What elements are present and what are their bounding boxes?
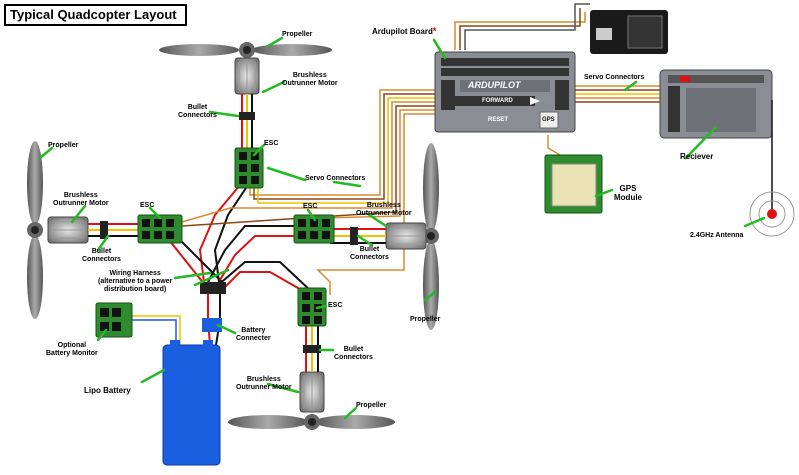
reciever-label: Reciever xyxy=(680,152,714,161)
antenna xyxy=(749,191,795,237)
esc-left xyxy=(137,214,183,244)
motor-top xyxy=(234,57,260,150)
board-reset-label: RESET xyxy=(488,117,509,123)
propeller-top xyxy=(159,42,332,58)
motor-left xyxy=(47,216,140,244)
servo-wires xyxy=(181,3,660,295)
esc-top xyxy=(234,147,264,189)
propeller-right-label: Propeller xyxy=(410,316,441,323)
propeller-right xyxy=(423,143,439,330)
propeller-top-label: Propeller xyxy=(282,31,313,38)
ardupilot-board-label: Ardupilot Board* xyxy=(372,26,437,37)
esc-left-label: ESC xyxy=(140,202,155,209)
board-brand-label: ARDUPILOT xyxy=(468,80,521,90)
propeller-bottom-label: Propeller xyxy=(356,402,387,409)
propeller-left xyxy=(27,141,43,319)
motor-bottom xyxy=(299,325,325,413)
telemetry-board xyxy=(590,10,668,54)
servo-connectors-mid-label: Servo Connectors xyxy=(305,175,366,182)
servo-connectors-right-label: Servo Connectors xyxy=(584,74,645,81)
receiver xyxy=(659,69,773,212)
motor-right xyxy=(330,222,427,250)
antenna-label: 2.4GHz Antenna xyxy=(690,232,744,239)
esc-right xyxy=(293,214,335,244)
diagram-title: Typical Quadcopter Layout xyxy=(4,4,187,26)
esc-top-label: ESC xyxy=(264,140,279,147)
harness-connectors xyxy=(200,282,226,332)
board-forward-label: FORWARD xyxy=(482,98,513,104)
gps-module xyxy=(544,154,603,214)
propeller-left-label: Propeller xyxy=(48,142,79,149)
lipo-battery xyxy=(162,340,221,466)
battery-monitor xyxy=(95,302,133,338)
ardupilot-board xyxy=(434,51,576,133)
esc-right-label: ESC xyxy=(303,203,318,210)
esc-bottom-label: ESC xyxy=(328,302,343,309)
propeller-bottom xyxy=(228,414,395,430)
board-gps-label: GPS xyxy=(542,117,555,123)
lipo-battery-label: Lipo Battery xyxy=(84,386,131,395)
callout-lines xyxy=(38,36,766,420)
